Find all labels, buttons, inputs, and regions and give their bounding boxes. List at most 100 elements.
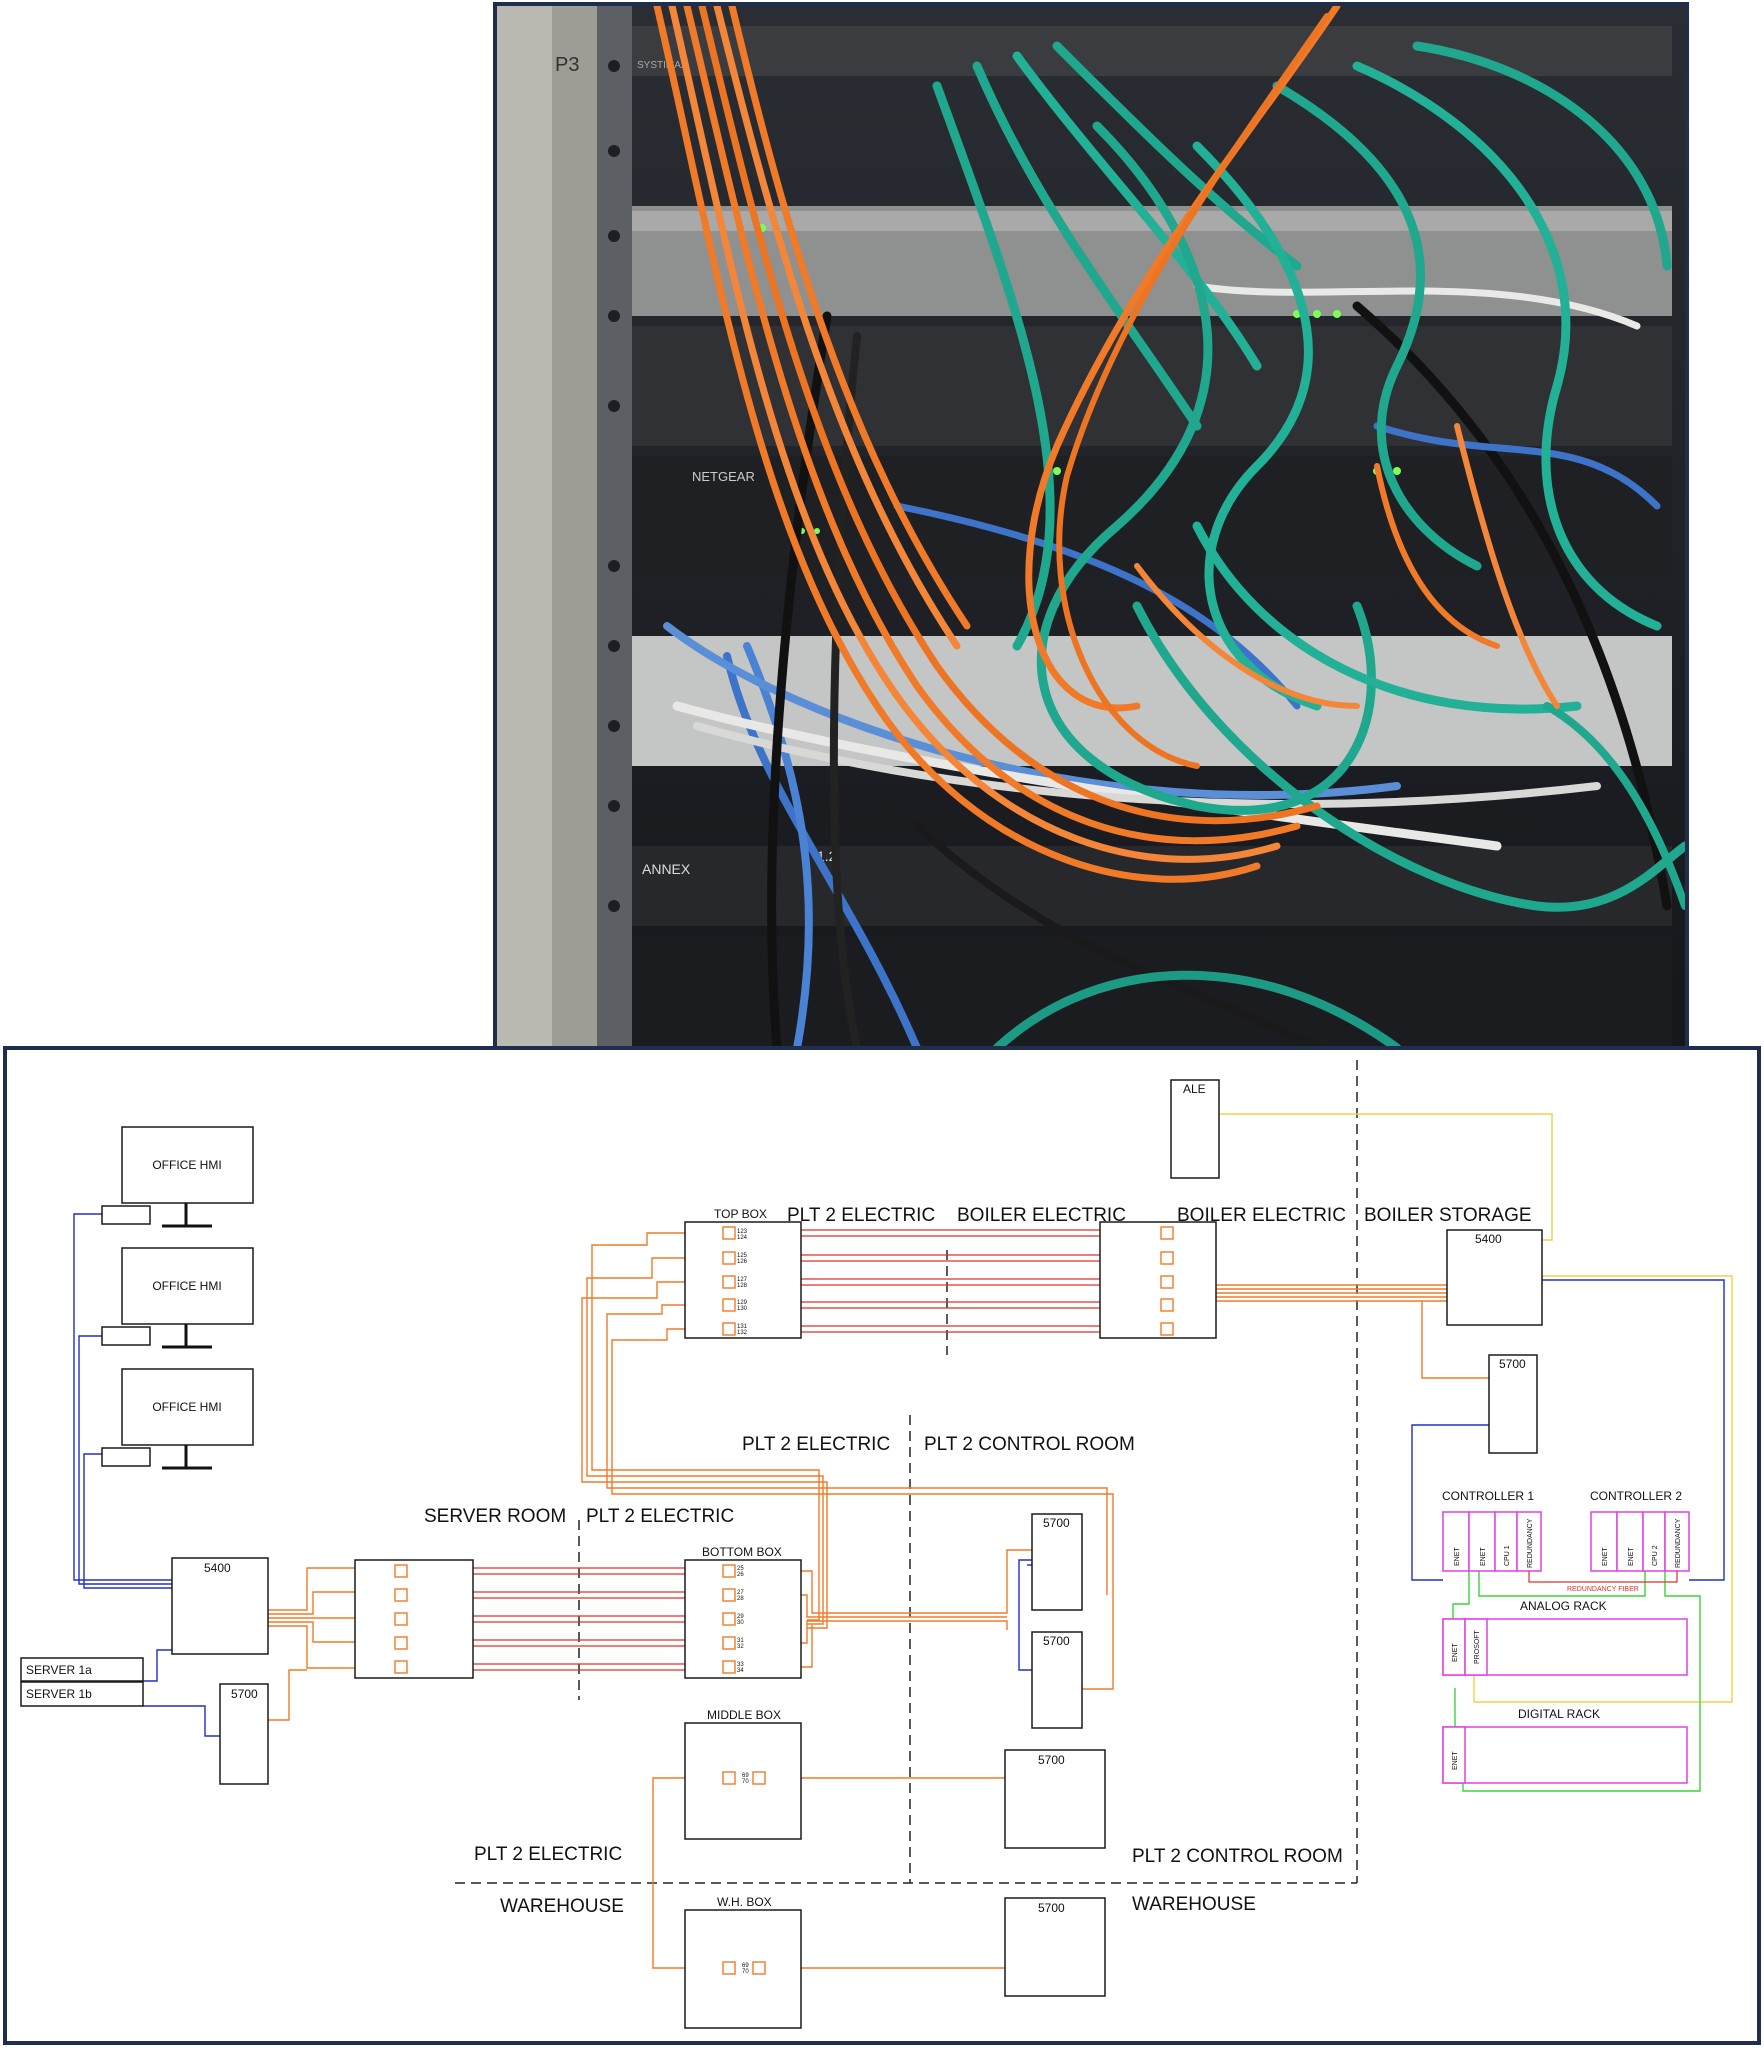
svg-text:125: 125 xyxy=(737,1253,748,1259)
fiber-server-to-bottom xyxy=(268,1549,1037,1721)
server-1b-label: SERVER 1b xyxy=(26,1687,92,1701)
digital-rack: ENET xyxy=(1442,1726,1688,1784)
svg-text:28: 28 xyxy=(737,1596,744,1602)
rack-photo-illustration: P3 ANNEX 1.2 NETGEAR SYSTIMAX xyxy=(497,6,1685,1048)
office-hmi-label: OFFICE HMI xyxy=(152,1158,221,1172)
svg-text:5700: 5700 xyxy=(1043,1634,1070,1648)
top-trunk-lines xyxy=(801,1229,1100,1333)
svg-text:131: 131 xyxy=(737,1324,748,1330)
redundancy-fiber-link xyxy=(1528,1571,1678,1583)
switch-5700-warehouse: 5700 xyxy=(1004,1897,1106,1997)
fiber-top-to-bottom xyxy=(581,1232,1114,1690)
svg-text:32: 32 xyxy=(737,1644,744,1650)
svg-text:ENET: ENET xyxy=(1602,1547,1609,1566)
svg-text:69: 69 xyxy=(742,1963,749,1969)
svg-text:31: 31 xyxy=(737,1638,744,1644)
svg-text:PROSOFT: PROSOFT xyxy=(1474,1629,1481,1664)
svg-text:ENET: ENET xyxy=(1628,1547,1635,1566)
switch-5400-storage: 5400 xyxy=(1446,1229,1543,1326)
middle-box: MIDDLE BOX xyxy=(684,1708,802,1840)
svg-text:ENET: ENET xyxy=(1452,1643,1459,1662)
server-1b: SERVER 1b xyxy=(20,1681,144,1707)
bottom-box-ports: 25 26 27 28 29 30 31 32 33 34 xyxy=(394,1564,744,1674)
switch-ale: ALE xyxy=(1170,1079,1220,1179)
svg-text:5700: 5700 xyxy=(1043,1516,1070,1530)
svg-text:25: 25 xyxy=(737,1566,744,1572)
svg-text:5700: 5700 xyxy=(1499,1357,1526,1371)
mounting-rail xyxy=(597,6,632,1048)
switch-5700-server: 5700 xyxy=(219,1683,269,1785)
controller-1: ENET ENET CPU 1 REDUNDANCY xyxy=(1442,1511,1542,1572)
svg-text:27: 27 xyxy=(737,1590,744,1596)
redundancy-fiber-label: REDUNDANCY FIBER xyxy=(1567,1586,1639,1593)
svg-text:127: 127 xyxy=(737,1277,748,1283)
fiber-to-5400-storage xyxy=(1176,1232,1489,1379)
top-right-box xyxy=(1099,1221,1217,1339)
svg-text:29: 29 xyxy=(737,1614,744,1620)
svg-text:CPU 1: CPU 1 xyxy=(1504,1545,1511,1566)
wh-box: W.H. BOX xyxy=(684,1895,802,2029)
svg-text:ENET: ENET xyxy=(1480,1547,1487,1566)
switch-5700-control-room-3: 5700 xyxy=(1004,1749,1106,1849)
svg-text:130: 130 xyxy=(737,1306,748,1312)
zone-label-warehouse-left: WAREHOUSE xyxy=(500,1896,624,1917)
zone-label-plt2-electric-low: PLT 2 ELECTRIC xyxy=(474,1844,622,1865)
status-leds xyxy=(758,224,1401,534)
zone-label-warehouse-right: WAREHOUSE xyxy=(1132,1894,1256,1915)
svg-text:ENET: ENET xyxy=(1454,1547,1461,1566)
rack-label-p3: P3 xyxy=(555,54,579,76)
svg-text:70: 70 xyxy=(742,1969,749,1975)
svg-text:26: 26 xyxy=(737,1572,744,1578)
zone-label-plt2-electric-server: PLT 2 ELECTRIC xyxy=(586,1506,734,1527)
analog-rack: ENET PROSOFT xyxy=(1442,1618,1688,1676)
rack-label-annex: ANNEX xyxy=(642,861,691,877)
blue-hmi-links xyxy=(73,1213,220,1737)
patch-panel-top xyxy=(632,26,1672,76)
top-box: TOP BOX xyxy=(684,1207,802,1339)
zone-label-boiler-electric-a: BOILER ELECTRIC xyxy=(957,1205,1126,1226)
svg-text:5700: 5700 xyxy=(231,1687,258,1701)
controller-2: ENET ENET CPU 2 REDUNDANCY xyxy=(1590,1511,1690,1572)
office-hmi-label: OFFICE HMI xyxy=(152,1400,221,1414)
svg-text:70: 70 xyxy=(742,1779,749,1785)
svg-text:123: 123 xyxy=(737,1229,748,1235)
svg-text:33: 33 xyxy=(737,1662,744,1668)
office-hmi-2: OFFICE HMI xyxy=(101,1247,254,1349)
server-1a-label: SERVER 1a xyxy=(26,1663,92,1677)
server-room-box xyxy=(354,1559,474,1679)
server-1a: SERVER 1a xyxy=(20,1657,144,1682)
wh-box-label: W.H. BOX xyxy=(717,1895,772,1909)
switch-5700-storage: 5700 xyxy=(1488,1354,1538,1454)
zone-label-plt2-control-room-mid: PLT 2 CONTROL ROOM xyxy=(924,1434,1135,1455)
top-box-label: TOP BOX xyxy=(714,1207,767,1221)
middle-box-ports: 69 70 69 70 xyxy=(722,1771,766,1975)
svg-text:5700: 5700 xyxy=(1038,1901,1065,1915)
switch-5700-control-room-1: 5700 xyxy=(1031,1513,1083,1611)
cable-bundle xyxy=(653,6,1685,1048)
office-hmi-3: OFFICE HMI xyxy=(101,1368,254,1470)
office-hmi-1: OFFICE HMI xyxy=(101,1126,254,1228)
zone-dividers xyxy=(455,1060,1358,1884)
svg-text:REDUNDANCY: REDUNDANCY xyxy=(1527,1518,1534,1568)
svg-text:5400: 5400 xyxy=(1475,1232,1502,1246)
svg-text:ALE: ALE xyxy=(1183,1082,1206,1096)
zone-label-plt2-electric-mid: PLT 2 ELECTRIC xyxy=(742,1434,890,1455)
svg-text:128: 128 xyxy=(737,1283,748,1289)
switch-5700-control-room-2: 5700 xyxy=(1031,1631,1083,1729)
svg-text:126: 126 xyxy=(737,1259,748,1265)
svg-text:30: 30 xyxy=(737,1620,744,1626)
digital-rack-label: DIGITAL RACK xyxy=(1518,1707,1600,1721)
analog-rack-label: ANALOG RACK xyxy=(1520,1599,1607,1613)
middle-box-label: MIDDLE BOX xyxy=(707,1708,781,1722)
switch-5400-server: 5400 xyxy=(171,1557,269,1655)
svg-text:5700: 5700 xyxy=(1038,1753,1065,1767)
rack-photo: P3 ANNEX 1.2 NETGEAR SYSTIMAX xyxy=(493,2,1689,1052)
zone-label-boiler-electric-b: BOILER ELECTRIC xyxy=(1177,1205,1346,1226)
bottom-box-label: BOTTOM BOX xyxy=(702,1545,782,1559)
controller-2-label: CONTROLLER 2 xyxy=(1590,1489,1682,1503)
svg-text:124: 124 xyxy=(737,1235,748,1241)
svg-text:34: 34 xyxy=(737,1668,744,1674)
network-diagram-canvas: .bx { fill: #fff; stroke: #1a1a1a; strok… xyxy=(20,1060,1733,2029)
yellow-links xyxy=(1219,1113,1733,1703)
zone-label-plt2-control-room-low: PLT 2 CONTROL ROOM xyxy=(1132,1846,1343,1867)
